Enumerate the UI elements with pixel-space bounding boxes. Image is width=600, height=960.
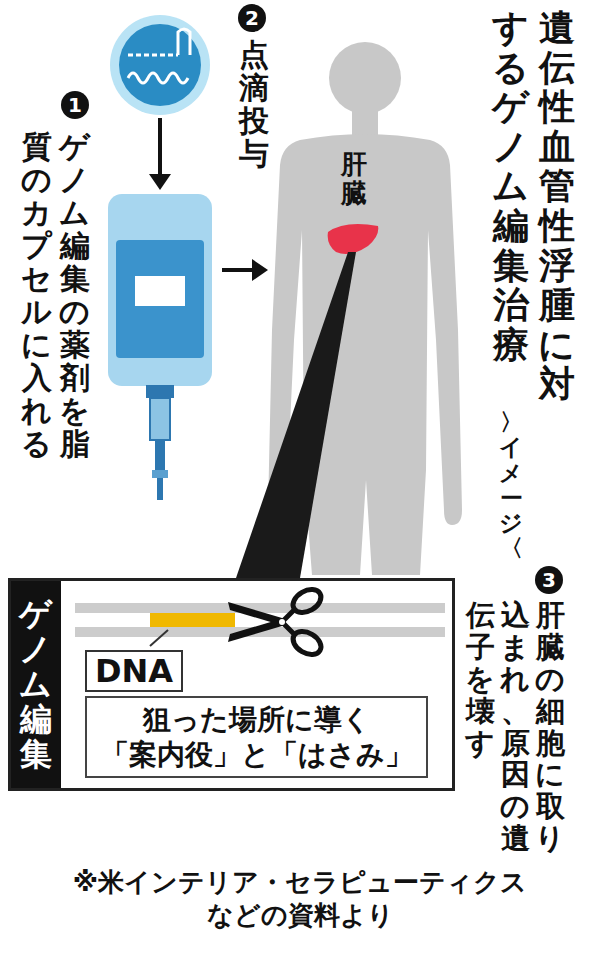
iv-clamp <box>152 470 168 478</box>
iv-tube <box>155 440 165 470</box>
step-text: 点滴投与 <box>239 38 269 170</box>
organ-label: 肝臓 <box>341 150 367 207</box>
rna-hairpin <box>178 29 190 55</box>
image-note: 〈イメージ〉 <box>500 410 523 562</box>
body-neck <box>352 104 378 138</box>
arrow-head <box>252 259 268 281</box>
drug-icon-ring <box>110 15 210 115</box>
scissors-pivot <box>279 619 285 625</box>
callout-number: 1 <box>61 91 89 119</box>
step-text: ゲノム編集の薬剤を脂質のカプセルに入れる <box>22 130 90 460</box>
step-text: 肝臓の細胞に取り込まれ、原因の遺伝子を壊す <box>466 600 565 855</box>
iv-bag-fluid <box>116 240 204 358</box>
drip-chamber <box>150 398 170 440</box>
scissors-blade <box>228 618 284 642</box>
scissors-handle <box>289 585 325 617</box>
band-heading: ゲノム編集 <box>20 597 52 773</box>
box-caption: 狙った場所に導く「案内役」と「はさみ」 <box>85 696 428 778</box>
iv-tube <box>157 478 163 500</box>
dna-label: DNA <box>87 652 181 690</box>
iv-bag <box>108 194 212 386</box>
zoom-wedge <box>236 252 356 578</box>
rna-strand <box>128 73 188 83</box>
arrow-head <box>149 174 171 190</box>
title: 遺伝性血管性浮腫に対するゲノム編集治療 <box>493 8 575 404</box>
source-note: ※米インテリア・セラピューティクスなどの資料より <box>70 866 530 931</box>
dna-box: DNA <box>85 650 183 692</box>
leader-line <box>150 630 168 646</box>
rna-guide <box>128 54 178 57</box>
body-head <box>329 42 401 114</box>
genome-edit-box: ゲノム編集狙った場所に導く「案内役」と「はさみ」 DNA <box>8 578 455 791</box>
scissors-handle <box>289 627 325 659</box>
iv-bag-label <box>135 276 185 306</box>
iv-nozzle <box>146 385 174 398</box>
callout-number: 3 <box>535 566 563 594</box>
arrow-line <box>158 118 162 176</box>
callout-number: 2 <box>238 4 266 32</box>
drug-icon <box>119 24 201 106</box>
target-segment <box>150 613 235 627</box>
arrow-line <box>222 268 254 272</box>
liver <box>328 224 379 254</box>
